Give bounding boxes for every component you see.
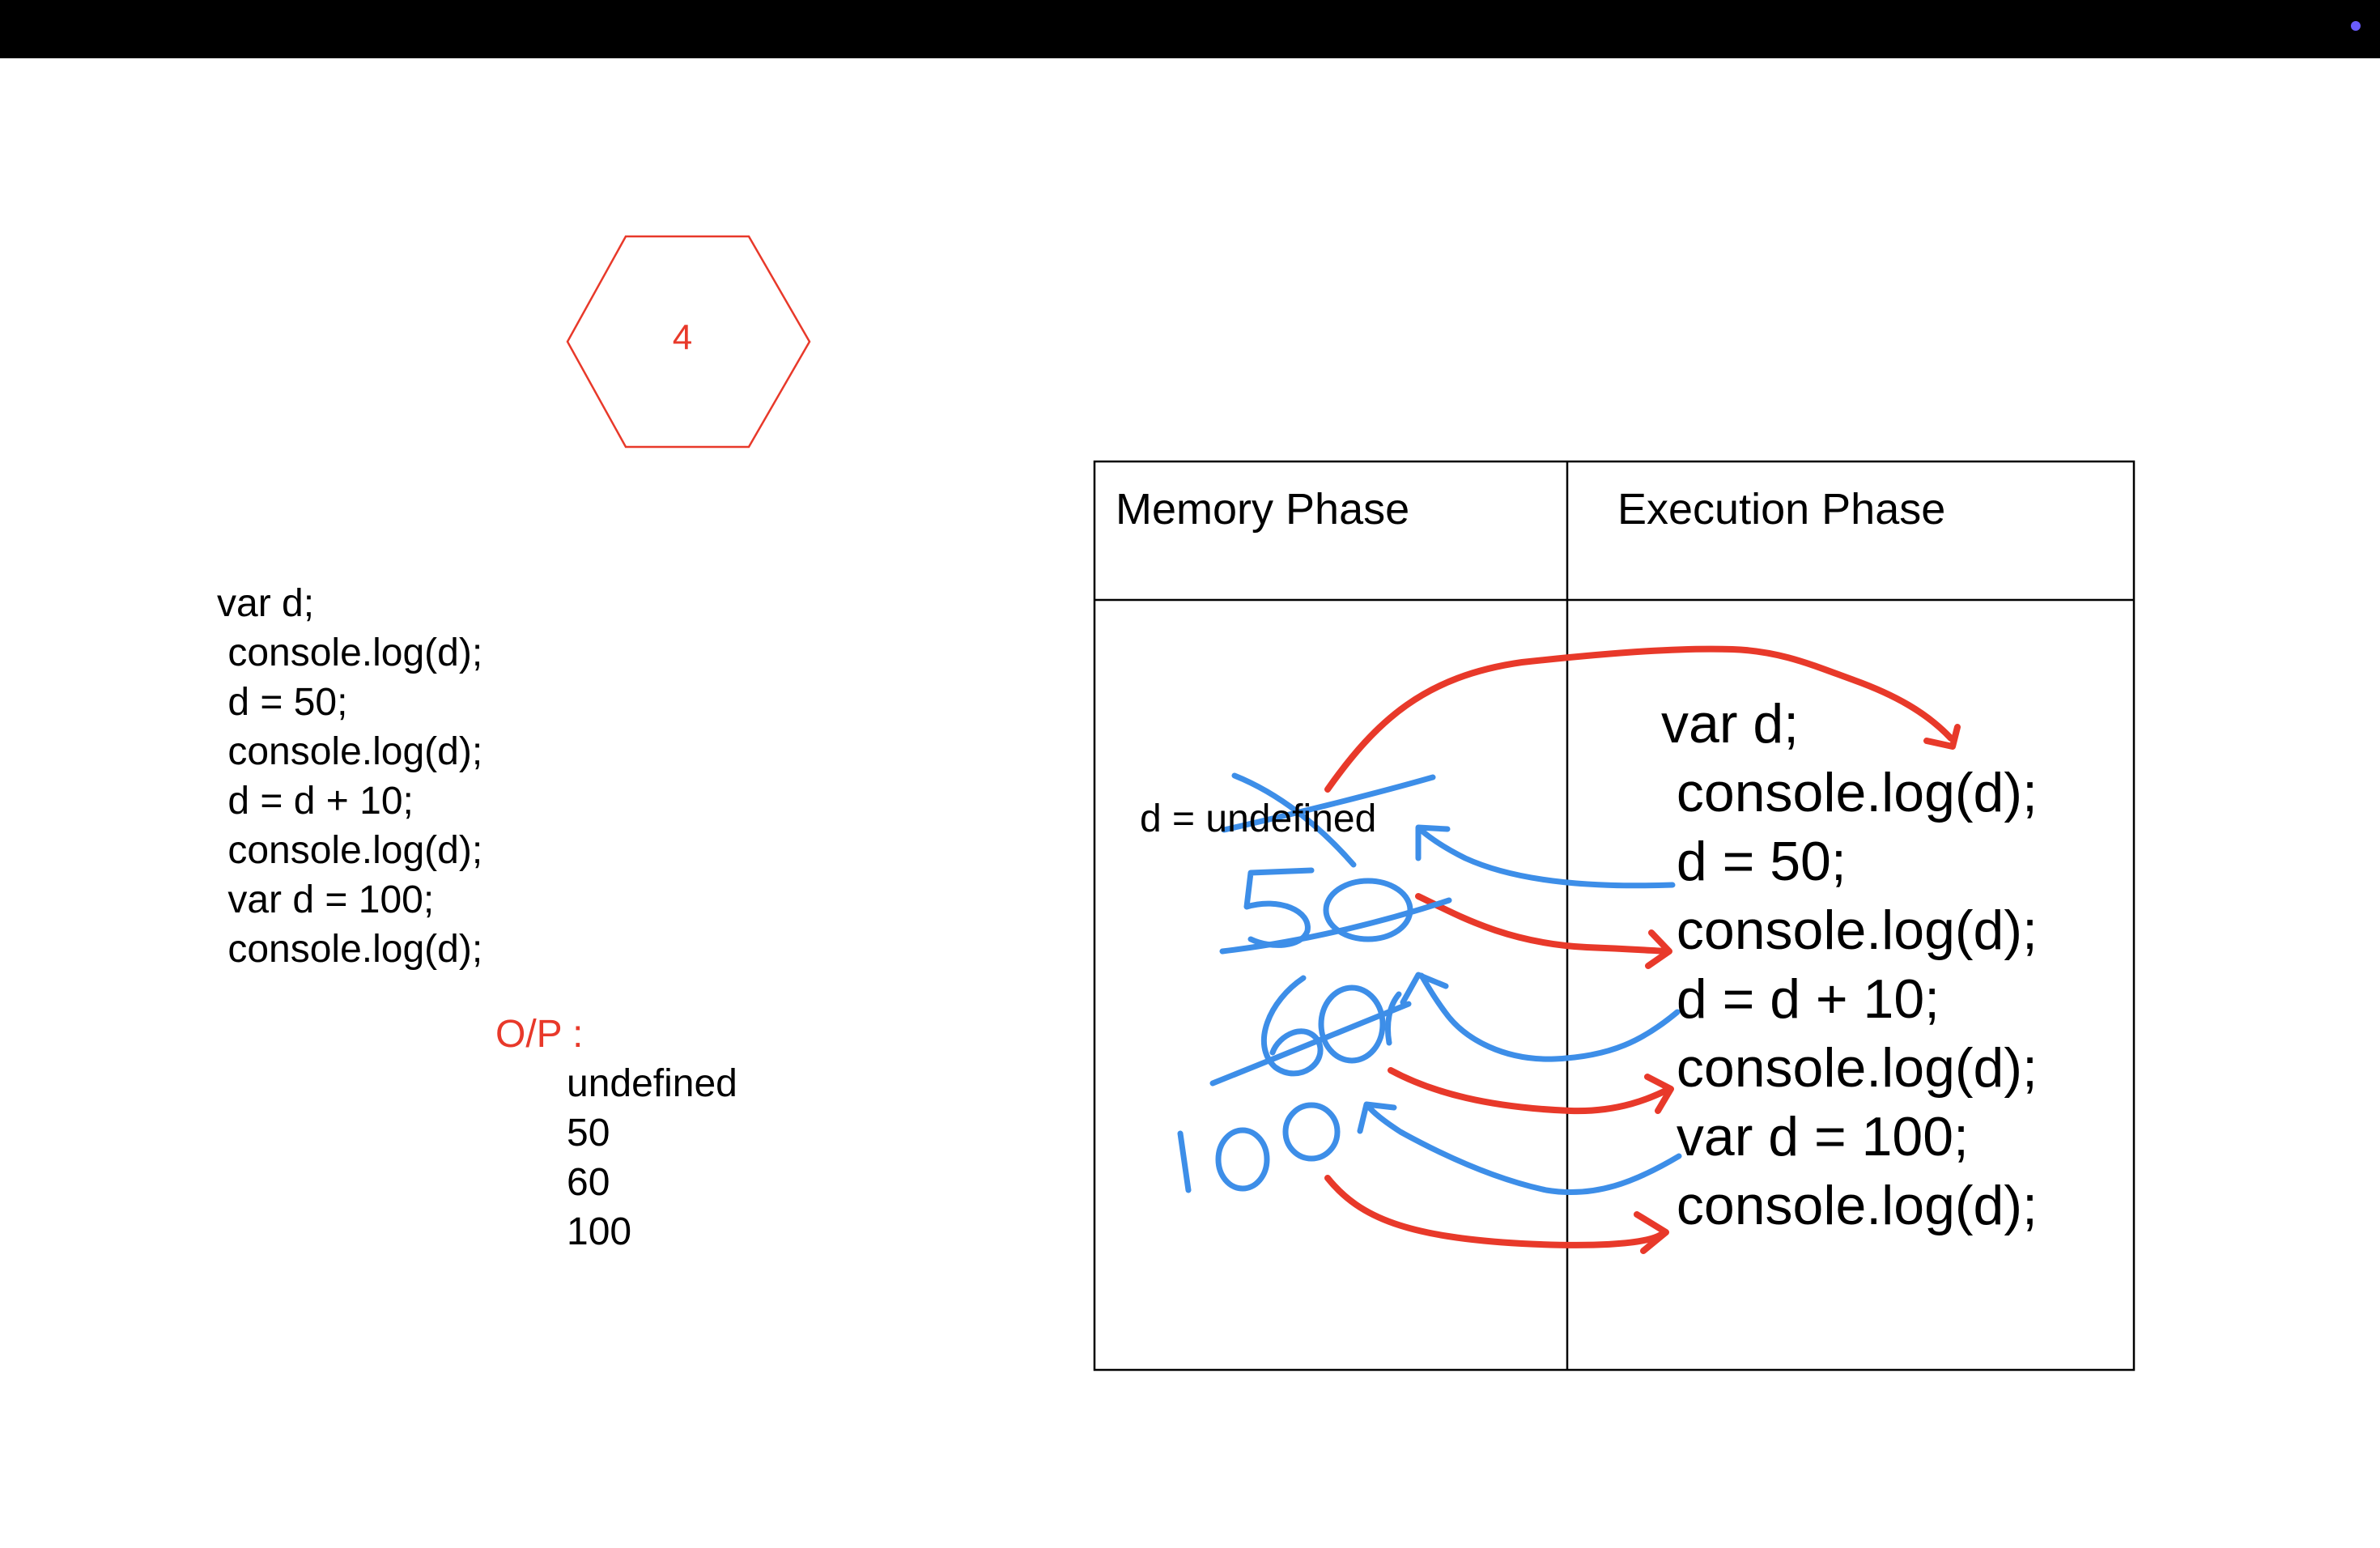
status-dot xyxy=(2351,21,2361,31)
output-value-3: 60 xyxy=(567,1161,610,1204)
handwritten-0-of-60 xyxy=(1318,985,1386,1064)
blue-arrow-3 xyxy=(1365,1103,1682,1196)
code-line-2: console.log(d); xyxy=(217,632,483,674)
handwritten-0a-of-100 xyxy=(1215,1127,1270,1192)
blue-arrow-2 xyxy=(1418,972,1681,1062)
output-value-1: undefined xyxy=(567,1062,737,1105)
code-line-3: d = 50; xyxy=(217,681,348,724)
hexagon-shape xyxy=(566,235,811,449)
blue-arrow-1-head xyxy=(1415,824,1451,861)
phase-table-border xyxy=(1093,460,2136,1372)
blue-arrow-1 xyxy=(1417,827,1676,889)
hexagon-label: 4 xyxy=(673,318,692,358)
blue-arrow-2-head xyxy=(1400,972,1449,1006)
blue-arrow-3-head xyxy=(1357,1101,1397,1134)
code-line-7: var d = 100; xyxy=(217,878,435,921)
red-arrow-2-head xyxy=(1645,929,1672,969)
memory-phase-header: Memory Phase xyxy=(1116,485,1410,534)
red-arrow-4 xyxy=(1324,1175,1664,1248)
exec-line-2: console.log(d); xyxy=(1661,762,2038,823)
blue-strike-60 xyxy=(1209,1001,1412,1087)
blue-strike-50 xyxy=(1219,897,1452,955)
output-value-4: 100 xyxy=(567,1210,632,1253)
handwritten-0b-of-100 xyxy=(1282,1102,1341,1162)
handwritten-5-of-50 xyxy=(1243,867,1315,948)
exec-line-6: console.log(d); xyxy=(1661,1037,2038,1099)
execution-phase-header: Execution Phase xyxy=(1617,485,1946,534)
handwritten-trail-of-60 xyxy=(1385,991,1402,1046)
red-arrow-1 xyxy=(1324,645,1954,793)
handwritten-1-of-100 xyxy=(1177,1130,1192,1193)
exec-line-7: var d = 100; xyxy=(1661,1106,1969,1167)
red-arrow-2 xyxy=(1415,893,1671,955)
exec-line-5: d = d + 10; xyxy=(1661,968,1940,1030)
red-arrow-4-head xyxy=(1634,1211,1669,1254)
code-line-1: var d; xyxy=(217,582,315,625)
exec-line-8: console.log(d); xyxy=(1661,1175,2038,1236)
exec-line-4: console.log(d); xyxy=(1661,899,2038,961)
code-line-8: console.log(d); xyxy=(217,928,483,971)
exec-line-3: d = 50; xyxy=(1661,831,1847,892)
red-arrow-1-head xyxy=(1923,724,1961,750)
red-arrow-3 xyxy=(1388,1067,1672,1115)
output-value-2: 50 xyxy=(567,1112,610,1155)
code-line-6: console.log(d); xyxy=(217,829,483,872)
blue-strike-x-2 xyxy=(1221,774,1436,833)
code-line-5: d = d + 10; xyxy=(217,780,414,823)
handwritten-6-of-60 xyxy=(1260,975,1324,1077)
exec-line-1: var d; xyxy=(1661,693,1800,755)
top-bar xyxy=(0,0,2380,58)
output-label: O/P : xyxy=(495,1013,584,1056)
code-line-4: console.log(d); xyxy=(217,730,483,773)
memory-entry: d = undefined xyxy=(1140,797,1377,840)
red-arrow-3-head xyxy=(1644,1074,1674,1114)
